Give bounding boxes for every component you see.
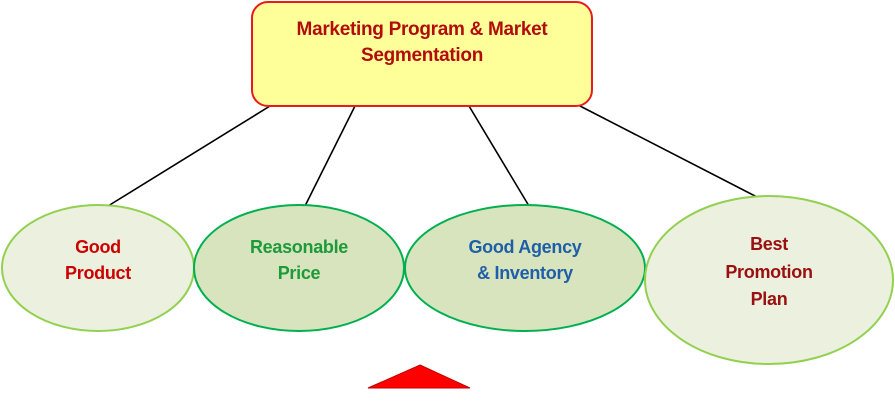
red-triangle-marker (367, 364, 471, 389)
good-agency-inventory-line-2: & Inventory (477, 263, 573, 283)
good-product-line-1: Good (75, 237, 121, 257)
good-agency-inventory-ellipse (404, 204, 646, 332)
node-reasonable-price: Reasonable Price (193, 204, 405, 332)
node-good-product: Good Product (1, 204, 195, 332)
reasonable-price-line-1: Reasonable (250, 237, 348, 257)
best-promotion-plan-ellipse (644, 195, 894, 365)
connector-lines (107, 105, 758, 207)
good-agency-inventory-line-1: Good Agency (468, 237, 581, 257)
segment-nodes: Good Product Reasonable Price Good Agenc… (1, 195, 894, 365)
reasonable-price-line-2: Price (278, 263, 321, 283)
connector-to-reasonable-price (304, 105, 356, 207)
best-promotion-plan-line-2: Promotion (725, 262, 812, 282)
best-promotion-plan-line-3: Plan (751, 289, 788, 309)
connector-to-good-product (107, 105, 271, 207)
connector-to-good-agency-inventory (468, 105, 530, 207)
best-promotion-plan-line-1: Best (750, 234, 788, 254)
title-line-1: Marketing Program & Market (297, 19, 549, 40)
title-line-2: Segmentation (361, 45, 483, 66)
title-box: Marketing Program & Market Segmentation (251, 1, 593, 107)
title-box-rect (251, 1, 593, 107)
node-good-agency-inventory: Good Agency & Inventory (404, 204, 646, 332)
node-best-promotion-plan: Best Promotion Plan (644, 195, 894, 365)
connector-to-best-promotion-plan (579, 105, 758, 198)
good-product-line-2: Product (65, 263, 131, 283)
